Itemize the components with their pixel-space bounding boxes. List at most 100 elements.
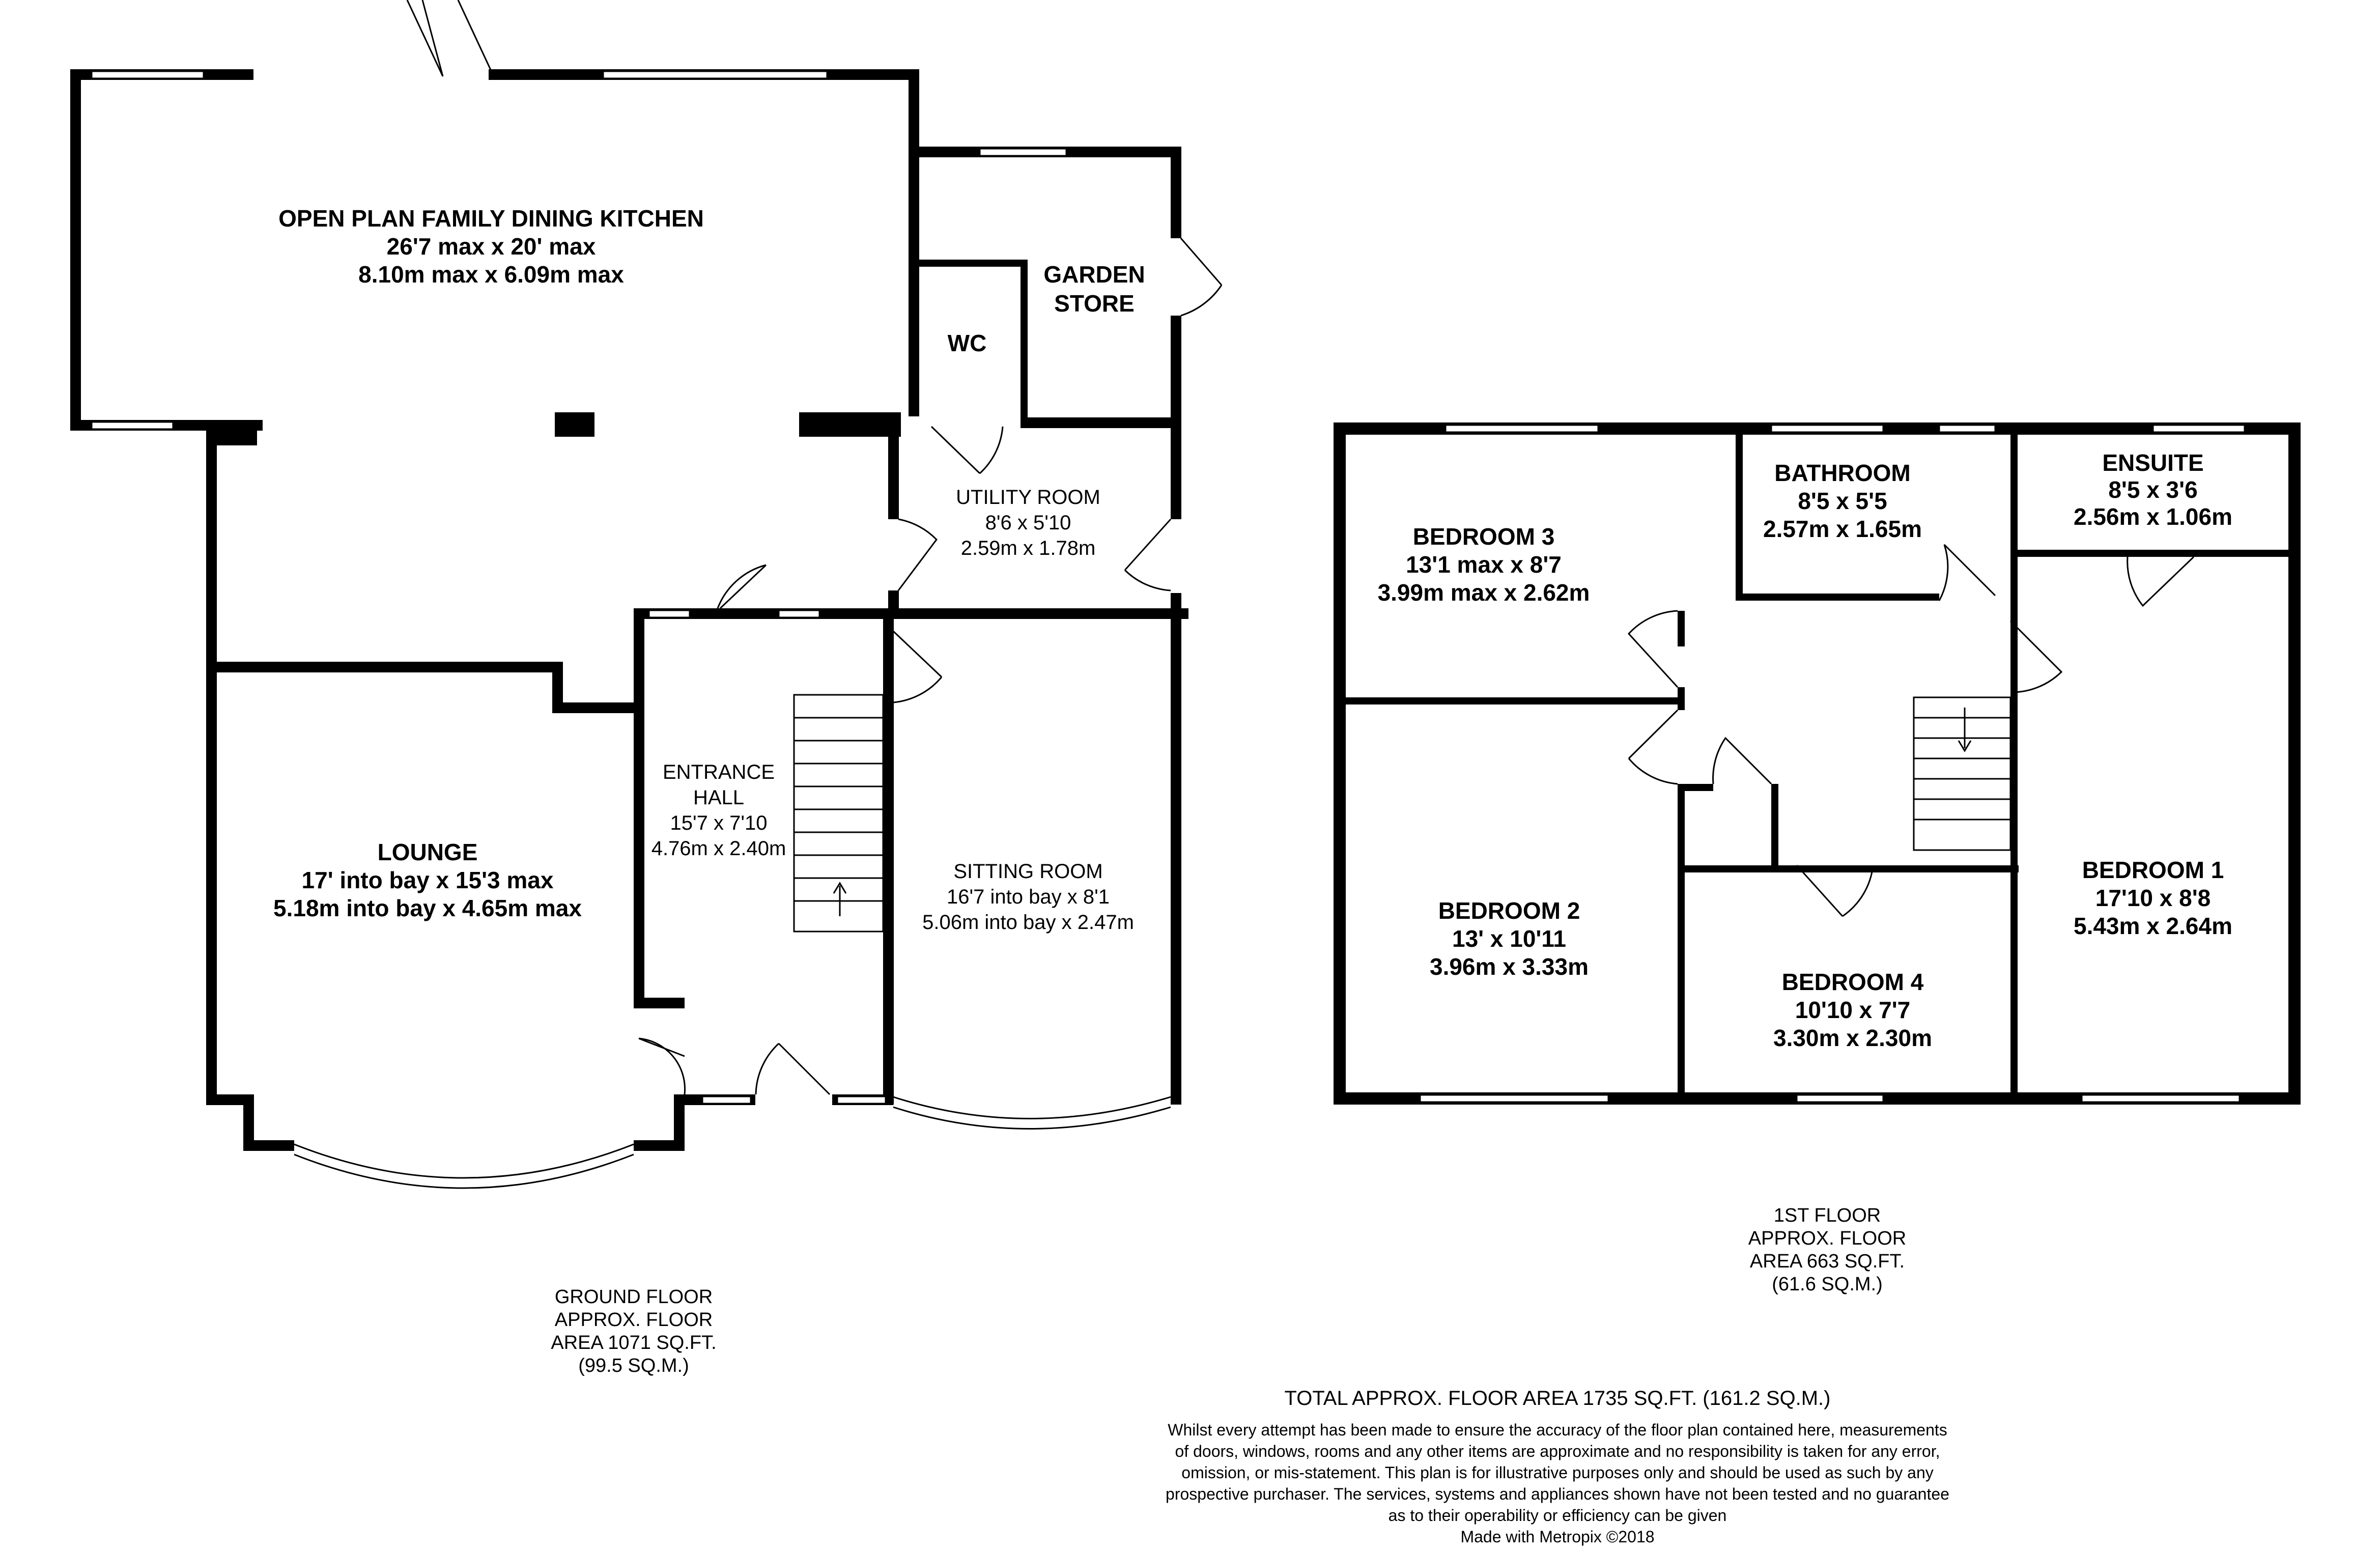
room-name-garden-store-2: STORE bbox=[1054, 290, 1135, 317]
window bbox=[836, 1095, 887, 1105]
ground-floor-area-line: GROUND FLOOR bbox=[555, 1286, 713, 1308]
first-floor-plan bbox=[1334, 422, 2301, 1105]
staircase bbox=[793, 694, 884, 933]
room-name-garden-store-1: GARDEN bbox=[1043, 261, 1145, 288]
wall bbox=[1678, 687, 1685, 710]
stair-treads bbox=[794, 717, 883, 902]
ground-floor-area-line: (99.5 SQ.M.) bbox=[578, 1355, 689, 1376]
room-name-sitting: SITTING ROOM bbox=[953, 860, 1102, 883]
room-dim-metric-utility: 2.59m x 1.78m bbox=[961, 537, 1096, 559]
door-swing bbox=[638, 1037, 686, 1095]
room-name-bedroom2: BEDROOM 2 bbox=[1438, 897, 1580, 924]
staircase bbox=[1913, 696, 2011, 851]
total-floor-area: TOTAL APPROX. FLOOR AREA 1735 SQ.FT. (16… bbox=[1285, 1387, 1831, 1409]
first-floor-area-line: AREA 663 SQ.FT. bbox=[1750, 1251, 1905, 1272]
stair-treads bbox=[1914, 717, 2010, 821]
room-dim-metric-bathroom: 2.57m x 1.65m bbox=[1763, 516, 1922, 542]
bay-window bbox=[893, 1096, 1171, 1130]
room-dim-imperial-sitting: 16'7 into bay x 8'1 bbox=[947, 886, 1110, 908]
wall bbox=[206, 1094, 252, 1105]
room-dim-metric-bedroom3: 3.99m max x 2.62m bbox=[1378, 579, 1590, 606]
wall bbox=[552, 662, 563, 713]
door-swing bbox=[1938, 544, 1996, 601]
room-dim-imperial-lounge: 17' into bay x 15'3 max bbox=[302, 867, 554, 893]
room-dim-metric-lounge: 5.18m into bay x 4.65m max bbox=[273, 895, 582, 921]
first-floor-area-line: APPROX. FLOOR bbox=[1748, 1228, 1906, 1249]
wall bbox=[1678, 865, 2019, 872]
stair-arrow bbox=[1958, 708, 1972, 752]
first-floor-area-line: 1ST FLOOR bbox=[1774, 1205, 1881, 1226]
door-swing bbox=[1712, 737, 1772, 785]
room-dim-metric-kitchen: 8.10m max x 6.09m max bbox=[358, 261, 624, 288]
door-swing bbox=[755, 1042, 831, 1095]
room-dim-metric-sitting: 5.06m into bay x 2.47m bbox=[922, 911, 1134, 934]
room-dim-imperial-ensuite: 8'5 x 3'6 bbox=[2108, 476, 2197, 503]
door-swing bbox=[717, 564, 767, 609]
door-swing bbox=[1627, 610, 1679, 688]
bay-window bbox=[294, 1143, 634, 1189]
wall bbox=[555, 412, 594, 437]
ground-floor-plan bbox=[70, 0, 1223, 1189]
window bbox=[648, 609, 691, 618]
window bbox=[91, 70, 205, 79]
room-name-bedroom1: BEDROOM 1 bbox=[2082, 857, 2224, 883]
window bbox=[701, 1095, 752, 1105]
room-name-ensuite: ENSUITE bbox=[2102, 449, 2203, 476]
room-dim-imperial-hall: 15'7 x 7'10 bbox=[670, 812, 768, 834]
room-name-utility: UTILITY ROOM bbox=[956, 486, 1100, 509]
room-name-bathroom: BATHROOM bbox=[1774, 460, 1910, 486]
disclaimer-line: prospective purchaser. The services, sys… bbox=[1166, 1485, 1949, 1503]
window bbox=[2152, 424, 2246, 433]
disclaimer-line: Whilst every attempt has been made to en… bbox=[1168, 1421, 1947, 1439]
window bbox=[979, 148, 1067, 157]
wall bbox=[888, 428, 899, 519]
wall bbox=[1334, 697, 1685, 704]
wall bbox=[1678, 784, 1685, 1099]
room-dim-imperial-bedroom2: 13' x 10'11 bbox=[1452, 925, 1566, 952]
window bbox=[1938, 424, 1996, 433]
window bbox=[602, 70, 828, 79]
wall bbox=[634, 1140, 685, 1151]
wall bbox=[1736, 594, 1939, 601]
ground-floor-labels: OPEN PLAN FAMILY DINING KITCHEN 26'7 max… bbox=[273, 205, 1145, 1376]
room-dim-metric-bedroom2: 3.96m x 3.33m bbox=[1430, 953, 1589, 980]
wall bbox=[1171, 593, 1181, 1105]
wall bbox=[909, 260, 1026, 267]
room-dim-metric-bedroom4: 3.30m x 2.30m bbox=[1773, 1025, 1932, 1051]
wall bbox=[634, 998, 685, 1008]
door-swing bbox=[1628, 709, 1679, 785]
room-name-kitchen: OPEN PLAN FAMILY DINING KITCHEN bbox=[278, 205, 704, 232]
wall bbox=[909, 69, 919, 156]
window bbox=[778, 609, 820, 618]
room-name-hall-2: HALL bbox=[693, 786, 744, 809]
wall bbox=[1678, 784, 1713, 791]
wall bbox=[2010, 422, 2018, 1099]
wall bbox=[1678, 611, 1685, 646]
window bbox=[1770, 424, 1884, 433]
wall bbox=[1171, 147, 1181, 238]
wall bbox=[799, 412, 901, 437]
wall bbox=[2112, 550, 2301, 557]
door-swing bbox=[1124, 518, 1172, 591]
door-swing bbox=[930, 426, 1004, 474]
room-dim-imperial-bedroom4: 10'10 x 7'7 bbox=[1795, 997, 1911, 1023]
wall bbox=[888, 590, 899, 611]
wall bbox=[1021, 417, 1178, 428]
door-swing bbox=[1796, 864, 1874, 917]
room-dim-metric-bedroom1: 5.43m x 2.64m bbox=[2074, 913, 2232, 939]
wall bbox=[2288, 422, 2301, 1105]
disclaimer-line: omission, or mis-statement. This plan is… bbox=[1181, 1463, 1933, 1482]
wall bbox=[1334, 422, 1346, 1105]
room-dim-imperial-utility: 8'6 x 5'10 bbox=[985, 512, 1071, 534]
wall bbox=[883, 608, 1188, 619]
room-name-bedroom4: BEDROOM 4 bbox=[1782, 969, 1924, 995]
room-dim-imperial-bedroom1: 17'10 x 8'8 bbox=[2095, 885, 2211, 911]
wall bbox=[552, 702, 639, 713]
door-swing bbox=[892, 630, 943, 703]
wall bbox=[243, 1140, 294, 1151]
disclaimer-line: as to their operability or efficiency ca… bbox=[1389, 1506, 1727, 1525]
door-swing bbox=[897, 518, 938, 591]
wall bbox=[206, 662, 562, 672]
wall bbox=[70, 69, 81, 431]
